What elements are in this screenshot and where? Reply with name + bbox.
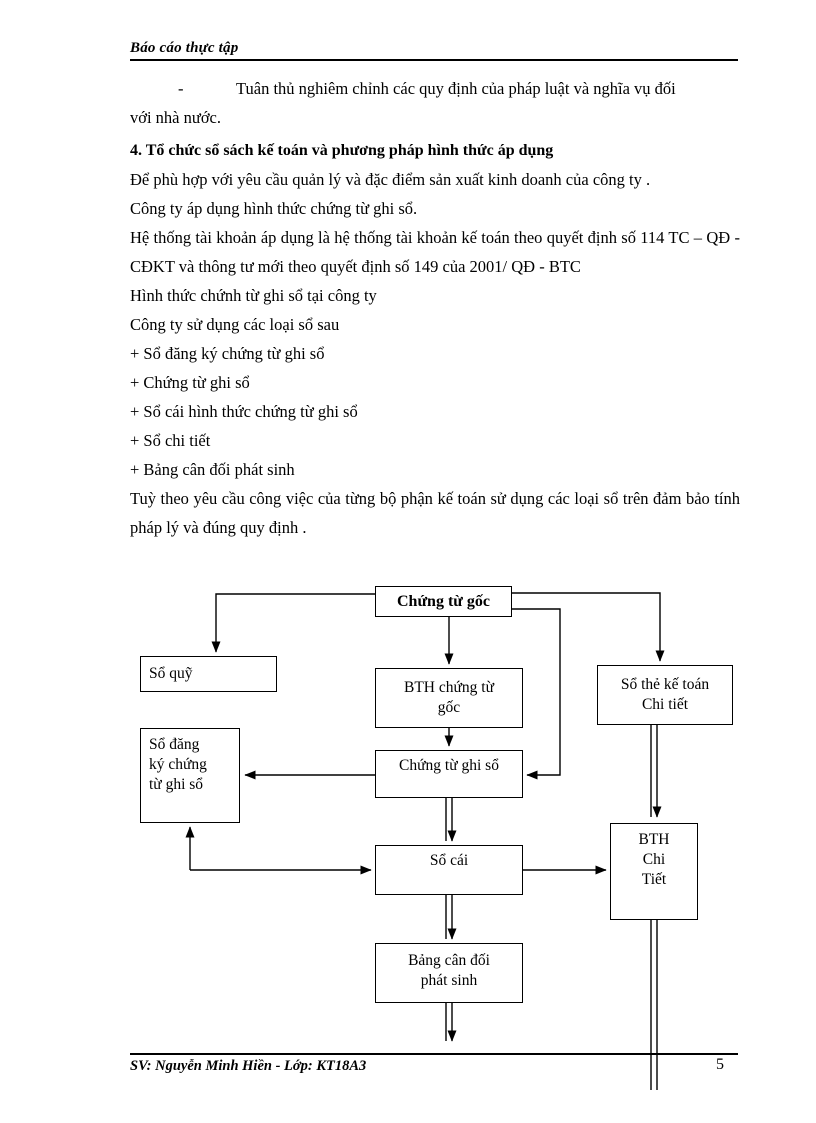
section-heading: 4. Tổ chức sổ sách kế toán và phương phá… (130, 142, 554, 159)
paragraph-0: Để phù hợp với yêu cầu quản lý và đặc đi… (130, 170, 651, 189)
node-bth-chi-tiet-label-line3: Tiết (641, 871, 667, 888)
node-so-quy-label: Sổ quỹ (149, 665, 193, 682)
bullet-dash: - (178, 79, 184, 98)
node-bth-chung-tu-goc-label-line1: BTH chứng từ (404, 679, 494, 696)
node-so-cai-label: Sổ cái (429, 852, 469, 869)
edge-goc-to-sothe (512, 592, 665, 662)
node-chung-tu-ghi-so[interactable]: Chứng từ ghi sổ (375, 750, 523, 798)
node-bth-chung-tu-goc[interactable]: BTH chứng từ gốc (375, 668, 523, 728)
bullet-paragraph: - Tuân thủ nghiêm chỉnh các quy định của … (130, 74, 740, 103)
node-so-dang-ky-chung-tu-ghi-so[interactable]: Sổ đăng ký chứng từ ghi sổ (140, 728, 240, 823)
bullet-text: Tuân thủ nghiêm chỉnh các quy định của p… (236, 79, 676, 98)
header-title: Báo cáo thực tập (130, 40, 239, 56)
document-body: - Tuân thủ nghiêm chỉnh các quy định của … (130, 74, 740, 542)
node-so-dang-ky-label-line2: ký chứng (149, 756, 207, 773)
node-so-the-ke-toan-label-line1: Sổ thẻ kế toán (620, 676, 710, 693)
paragraph-1: Công ty áp dụng hình thức chứng từ ghi s… (130, 199, 418, 218)
node-bth-chi-tiet[interactable]: BTH Chi Tiết (610, 823, 698, 920)
node-so-cai[interactable]: Sổ cái (375, 845, 523, 895)
paragraph-closing: Tuỳ theo yêu cầu công việc của từng bộ p… (130, 489, 740, 537)
node-so-the-ke-toan-label-line2: Chi tiết (641, 696, 689, 713)
list-item-bang-can-doi: + Bảng cân đối phát sinh (130, 460, 295, 479)
node-bth-chi-tiet-label-line2: Chi (642, 851, 666, 868)
node-chung-tu-goc[interactable]: Chứng từ gốc (375, 586, 512, 617)
node-bth-chi-tiet-label-line1: BTH (638, 831, 670, 848)
node-bang-can-doi-label-line1: Bảng cân đối (408, 952, 490, 969)
paragraph-2: Hệ thống tài khoản áp dụng là hệ thống t… (130, 228, 740, 276)
list-item-so-dang-ky: + Sổ đăng ký chứng từ ghi sổ (130, 344, 325, 363)
node-bang-can-doi-label-line2: phát sinh (420, 972, 478, 989)
list-item-chung-tu-ghi-so: + Chứng từ ghi sổ (130, 373, 250, 392)
bullet-paragraph-continued: với nhà nước. (130, 108, 221, 127)
paragraph-4: Công ty sử dụng các loại sổ sau (130, 315, 340, 334)
node-chung-tu-ghi-so-label: Chứng từ ghi sổ (399, 757, 499, 774)
node-bth-chung-tu-goc-label-line2: gốc (437, 699, 461, 716)
node-so-the-ke-toan-chi-tiet[interactable]: Sổ thẻ kế toán Chi tiết (597, 665, 733, 725)
paragraph-3: Hình thức chứnh từ ghi sổ tại công ty (130, 286, 377, 305)
page-header: Báo cáo thực tập (130, 40, 738, 61)
node-so-dang-ky-label-line1: Sổ đăng (149, 736, 200, 753)
header-divider (130, 59, 738, 61)
footer-divider (130, 1053, 738, 1055)
list-item-so-chi-tiet: + Sổ chi tiết (130, 431, 211, 450)
edge-goc-to-chungtughiso (512, 608, 561, 780)
page-number: 5 (716, 1056, 724, 1073)
node-so-quy[interactable]: Sổ quỹ (140, 656, 277, 692)
node-so-dang-ky-label-line3: từ ghi sổ (149, 776, 204, 793)
list-item-so-cai: + Sổ cái hình thức chứng từ ghi sổ (130, 402, 358, 421)
node-bang-can-doi-phat-sinh[interactable]: Bảng cân đối phát sinh (375, 943, 523, 1003)
footer-author: SV: Nguyễn Minh Hiền - Lớp: KT18A3 (130, 1058, 367, 1074)
edge-goc-to-soquy (211, 593, 375, 653)
node-chung-tu-goc-label: Chứng từ gốc (397, 592, 490, 610)
